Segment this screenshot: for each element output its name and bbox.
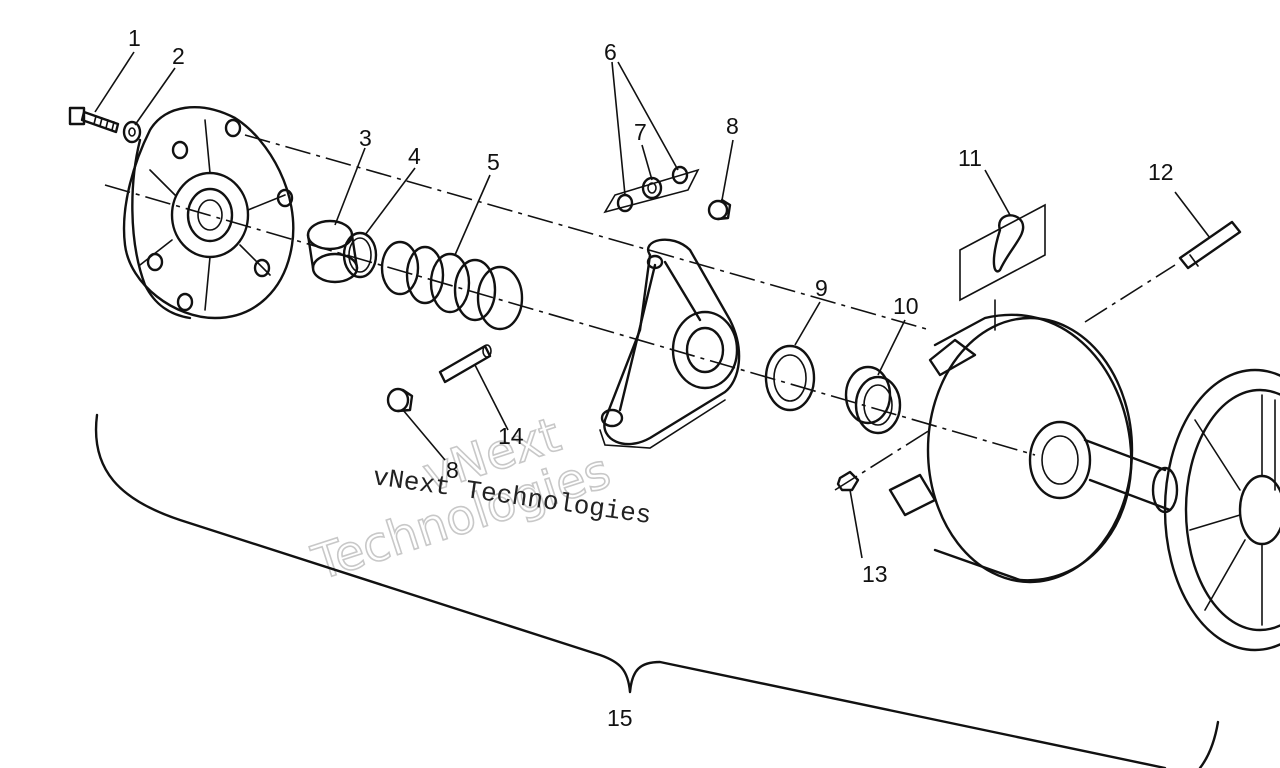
upper-axis-line bbox=[244, 134, 931, 331]
part-nut bbox=[836, 470, 860, 492]
part-pin bbox=[1178, 220, 1242, 270]
leader-lines bbox=[94, 51, 1211, 559]
callout-11: 11 bbox=[958, 145, 982, 171]
part-clip bbox=[959, 203, 1046, 331]
callout-13: 13 bbox=[862, 561, 888, 587]
callout-14: 14 bbox=[498, 423, 524, 449]
assembly-bracket-right bbox=[1198, 720, 1220, 768]
callout-4: 4 bbox=[408, 143, 421, 169]
callout-10: 10 bbox=[893, 293, 919, 319]
callout-9: 9 bbox=[815, 275, 828, 301]
part-spider-arm bbox=[599, 238, 741, 449]
part-small-bushing bbox=[707, 198, 732, 221]
callout-6: 6 bbox=[604, 39, 617, 65]
pin-axis-line bbox=[1084, 264, 1176, 323]
callout-labels: 1 2 3 4 5 6 7 8 9 10 11 12 13 14 8 15 bbox=[128, 25, 1174, 731]
callout-7: 7 bbox=[634, 119, 647, 145]
callout-12: 12 bbox=[1148, 159, 1174, 185]
part-small-bushing-lower bbox=[386, 387, 414, 413]
part-wheel bbox=[1163, 368, 1280, 652]
callout-2: 2 bbox=[172, 43, 185, 69]
callout-15: 15 bbox=[607, 705, 633, 731]
callout-1: 1 bbox=[128, 25, 141, 51]
part-spring bbox=[380, 240, 524, 331]
callout-3: 3 bbox=[359, 125, 372, 151]
part-cover-plate bbox=[122, 106, 295, 320]
assembly-bracket bbox=[94, 413, 1167, 768]
part-roller-set bbox=[603, 165, 700, 214]
callout-8: 8 bbox=[726, 113, 739, 139]
part-sheave bbox=[888, 313, 1179, 584]
center-axis-line bbox=[104, 184, 1036, 456]
part-washer bbox=[122, 120, 142, 144]
part-dowel bbox=[438, 344, 492, 384]
part-bolt bbox=[68, 106, 120, 134]
part-flat-washer bbox=[764, 344, 816, 412]
part-collar bbox=[844, 365, 902, 435]
part-ring bbox=[342, 231, 378, 279]
callout-5: 5 bbox=[487, 149, 500, 175]
nut-axis-line bbox=[834, 429, 931, 491]
callout-8-lower: 8 bbox=[446, 457, 459, 483]
